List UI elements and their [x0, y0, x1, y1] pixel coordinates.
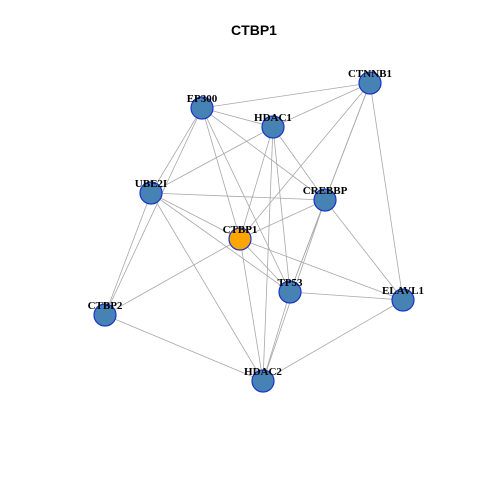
edge-ctbp1-elavl1	[239, 238, 404, 301]
node-label-crebbp: CREBBP	[303, 185, 348, 197]
node-label-ep300: EP300	[187, 93, 218, 105]
edge-hdac1-ube2i	[150, 126, 274, 194]
edge-ctnnb1-elavl1	[369, 82, 404, 301]
node-circle-ctbp1[interactable]	[228, 227, 252, 251]
edge-ep300-ctbp2	[104, 107, 203, 316]
edge-ube2i-ctbp2	[104, 192, 152, 316]
node-circle-crebbp[interactable]	[313, 188, 337, 212]
edge-hdac1-crebbp	[272, 126, 326, 201]
node-ctbp1[interactable]: CTBP1	[223, 224, 258, 251]
node-elavl1[interactable]: ELAVL1	[382, 285, 424, 312]
node-circle-ctbp2[interactable]	[93, 303, 117, 327]
edge-ep300-tp53	[201, 107, 291, 293]
node-tp53[interactable]: TP53	[277, 277, 303, 304]
edge-crebbp-elavl1	[324, 199, 404, 301]
edge-layer	[104, 82, 404, 382]
edge-ube2i-crebbp	[150, 192, 326, 201]
node-label-ctbp2: CTBP2	[88, 300, 123, 312]
edge-ctbp2-hdac2	[104, 314, 264, 382]
node-ctbp2[interactable]: CTBP2	[88, 300, 123, 327]
node-label-ctnnb1: CTNNB1	[348, 68, 392, 80]
edge-ctbp1-ctbp2	[104, 238, 241, 316]
node-circle-ctnnb1[interactable]	[358, 71, 382, 95]
edge-ctnnb1-ctbp1	[239, 82, 371, 240]
node-ube2i[interactable]: UBE2I	[135, 178, 167, 205]
node-label-tp53: TP53	[277, 277, 303, 289]
edge-ctnnb1-hdac1	[272, 82, 371, 128]
node-label-ube2i: UBE2I	[135, 178, 167, 190]
node-label-ctbp1: CTBP1	[223, 224, 258, 236]
edge-crebbp-tp53	[289, 199, 326, 293]
node-ctnnb1[interactable]: CTNNB1	[348, 68, 392, 95]
node-hdac2[interactable]: HDAC2	[244, 366, 282, 393]
edge-ep300-crebbp	[201, 107, 326, 201]
node-crebbp[interactable]: CREBBP	[303, 185, 348, 212]
edge-hdac1-ctbp1	[239, 126, 274, 240]
edge-hdac1-hdac2	[262, 126, 274, 382]
node-ep300[interactable]: EP300	[187, 93, 218, 120]
edge-ctnnb1-ep300	[201, 82, 371, 109]
edge-ube2i-tp53	[150, 192, 291, 293]
edge-hdac1-tp53	[272, 126, 291, 293]
edge-ube2i-hdac2	[150, 192, 264, 382]
edge-ube2i-ctbp1	[150, 192, 241, 240]
edge-crebbp-ctbp1	[239, 199, 326, 240]
edge-ctbp1-tp53	[239, 238, 291, 293]
node-label-hdac2: HDAC2	[244, 366, 282, 378]
edge-ep300-hdac1	[201, 107, 274, 128]
node-circle-hdac1[interactable]	[261, 115, 285, 139]
edge-ctbp1-hdac2	[239, 238, 264, 382]
edge-tp53-elavl1	[289, 291, 404, 301]
node-circle-elavl1[interactable]	[391, 288, 415, 312]
node-hdac1[interactable]: HDAC1	[254, 112, 292, 139]
node-label-hdac1: HDAC1	[254, 112, 292, 124]
node-label-elavl1: ELAVL1	[382, 285, 424, 297]
edge-tp53-hdac2	[262, 291, 291, 382]
edge-ep300-ube2i	[150, 107, 203, 194]
node-circle-hdac2[interactable]	[251, 369, 275, 393]
node-circle-tp53[interactable]	[278, 280, 302, 304]
edge-ep300-ctbp1	[201, 107, 241, 240]
node-circle-ep300[interactable]	[190, 96, 214, 120]
diagram-title: CTBP1	[231, 22, 277, 38]
node-circle-ube2i[interactable]	[139, 181, 163, 205]
edge-elavl1-hdac2	[262, 299, 404, 382]
